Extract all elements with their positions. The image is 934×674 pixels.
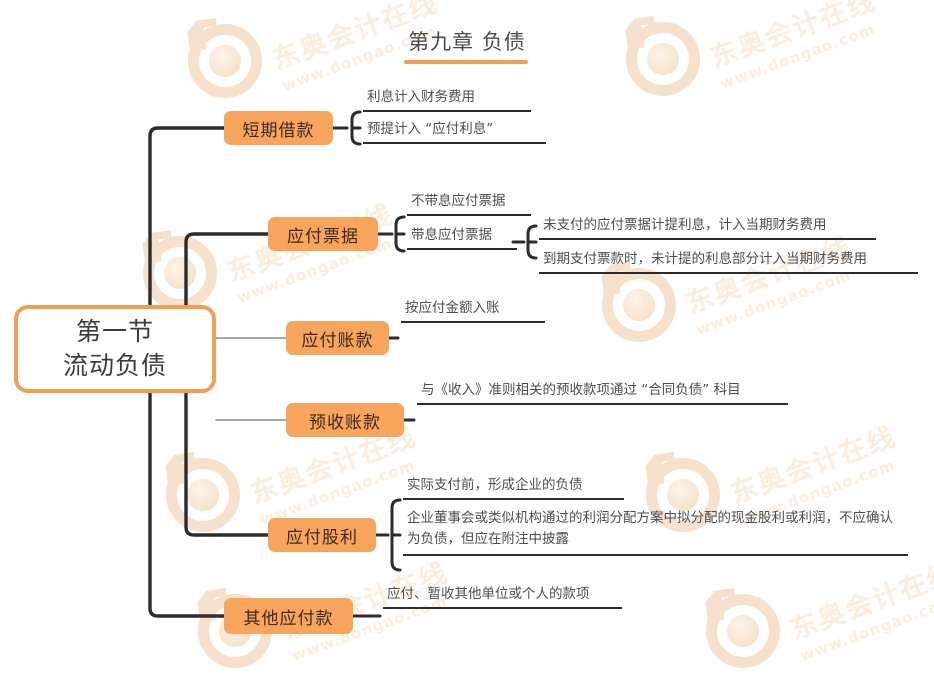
root-node[interactable]: 第一节 流动负债	[14, 305, 216, 393]
branch-label: 应付股利	[286, 527, 358, 548]
leaf-text: 按应付金额入账	[405, 300, 500, 316]
leaf-item: 企业董事会或类似机构通过的利润分配方案中拟分配的现金股利或利润，不应确认为负债，…	[403, 508, 908, 556]
leaf-text: 未支付的应付票据计提利息，计入当期财务费用	[543, 217, 827, 233]
watermark-line1: 东奥会计在线	[786, 557, 934, 647]
watermark-logo	[700, 588, 786, 674]
leaf-text: 与《收入》准则相关的预收款项通过 “合同负债” 科目	[421, 382, 741, 398]
leaf-text: 利息计入财务费用	[367, 89, 475, 105]
branch-label: 应付账款	[301, 330, 374, 351]
watermark-text: 东奥会计在线 www.dongao.com	[786, 556, 934, 665]
leaf-item: 实际支付前，形成企业的负债	[403, 476, 624, 500]
leaf-text: 应付、暂收其他单位或个人的款项	[387, 586, 590, 602]
title-underline	[404, 60, 528, 64]
leaf-item: 到期支付票款时，未计提的利息部分计入当期财务费用	[539, 250, 918, 274]
leaf-text: 带息应付票据	[411, 227, 492, 243]
leaf-text: 实际支付前，形成企业的负债	[407, 477, 583, 493]
branch-node-other-payables[interactable]: 其他应付款	[224, 598, 353, 634]
leaf-item: 应付、暂收其他单位或个人的款项	[383, 585, 622, 609]
leaf-item: 预提计入 “应付利息”	[363, 120, 546, 144]
watermark-logo	[596, 262, 682, 348]
watermark-text: 东奥会计在线 www.dongao.com	[223, 198, 404, 307]
branch-label: 短期借款	[242, 120, 315, 141]
branch-node-dividends-payable[interactable]: 应付股利	[268, 518, 376, 552]
leaf-text: 不带息应付票据	[411, 193, 506, 209]
leaf-item: 与《收入》准则相关的预收款项通过 “合同负债” 科目	[417, 381, 788, 405]
leaf-item: 利息计入财务费用	[363, 88, 531, 112]
leaf-item: 不带息应付票据	[407, 192, 531, 216]
watermark-logo	[160, 452, 246, 538]
leaf-item: 带息应付票据	[407, 226, 517, 250]
leaf-text: 预提计入 “应付利息”	[367, 121, 494, 137]
root-line-1: 第一节	[75, 317, 154, 346]
branch-label: 其他应付款	[243, 608, 334, 629]
watermark-line2: www.dongao.com	[797, 591, 934, 665]
branch-label: 预收账款	[309, 412, 381, 433]
leaf-item: 未支付的应付票据计提利息，计入当期财务费用	[539, 216, 876, 240]
watermark-line1: 东奥会计在线	[726, 421, 901, 511]
watermark-logo	[137, 230, 223, 316]
root-line-2: 流动负债	[62, 351, 167, 380]
watermark-line1: 东奥会计在线	[682, 231, 857, 321]
branch-label: 应付票据	[287, 226, 359, 247]
leaf-text: 到期支付票款时，未计提的利息部分计入当期财务费用	[543, 251, 867, 267]
watermark-text: 东奥会计在线 www.dongao.com	[682, 230, 863, 339]
branch-node-advances-received[interactable]: 预收账款	[286, 403, 404, 437]
leaf-text: 企业董事会或类似机构通过的利润分配方案中拟分配的现金股利或利润，不应确认为负债，…	[407, 510, 893, 547]
branch-node-notes-payable[interactable]: 应付票据	[268, 217, 378, 251]
page-title: 第九章 负债	[408, 30, 526, 54]
leaf-item: 按应付金额入账	[401, 299, 545, 323]
branch-node-short-term-loan[interactable]: 短期借款	[224, 111, 333, 145]
branch-node-accounts-payable[interactable]: 应付账款	[286, 321, 389, 355]
